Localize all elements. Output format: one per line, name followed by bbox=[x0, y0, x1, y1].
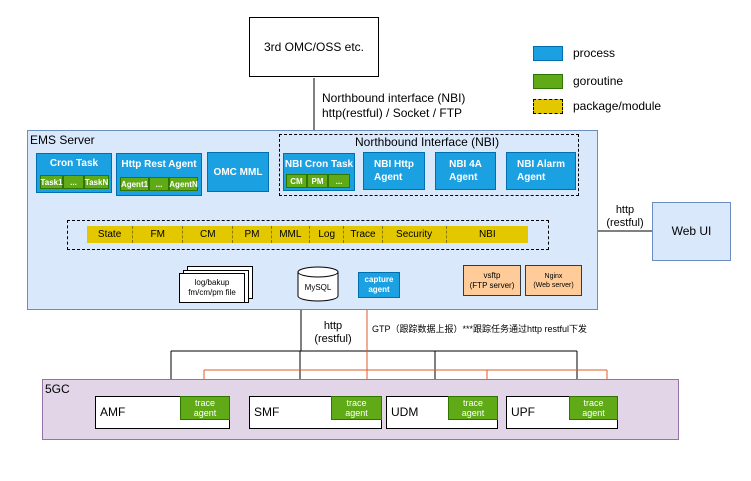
nbi-cron-sub-more: ... bbox=[328, 174, 350, 188]
module-nbi: NBI bbox=[446, 226, 529, 243]
nbi-interface-text: Northbound interface (NBI) http(restful)… bbox=[322, 91, 465, 121]
http-rest-agent-process: Http Rest Agent Agent1 ... AgentN bbox=[116, 153, 202, 196]
module-security: Security bbox=[382, 226, 447, 243]
log-bakup-file: log/bakup fm/cm/pm file bbox=[179, 273, 245, 303]
nbi-alarm-agent-process: NBI Alarm Agent bbox=[506, 152, 576, 190]
nbi-cron-task-label: NBI Cron Task bbox=[284, 159, 354, 170]
nbi-cron-sub-cm: CM bbox=[286, 174, 307, 188]
mysql-label: MySQL bbox=[304, 283, 332, 292]
legend-package-swatch bbox=[533, 99, 563, 114]
web-link-label: http (restful) bbox=[606, 204, 644, 229]
legend-package-label: package/module bbox=[573, 99, 662, 113]
nbi-cron-sub-pm: PM bbox=[307, 174, 328, 188]
smf-label: SMF bbox=[254, 405, 280, 419]
upf-label: UPF bbox=[511, 405, 535, 419]
omc-mml-process: OMC MML bbox=[207, 152, 269, 192]
module-cm: CM bbox=[183, 226, 234, 243]
ems-down-label: http (restful) bbox=[314, 320, 352, 345]
nbi-group bbox=[279, 134, 579, 196]
amf-label: AMF bbox=[100, 405, 126, 419]
upf-trace-agent: trace agent bbox=[569, 396, 618, 420]
cron-task-sub-3: TaskN bbox=[84, 175, 109, 189]
module-mml: MML bbox=[271, 226, 310, 243]
http-agent-sub-2: ... bbox=[149, 177, 169, 191]
cron-task-sub-1: Task1 bbox=[40, 175, 63, 189]
module-row: State FM CM PM MML Log Trace Security NB… bbox=[87, 226, 529, 243]
capture-agent-process: capture agent bbox=[358, 272, 400, 298]
module-state: State bbox=[87, 226, 134, 243]
mysql-database-icon bbox=[297, 266, 339, 302]
module-fm: FM bbox=[133, 226, 184, 243]
nbi-line1: Northbound interface (NBI) bbox=[322, 91, 466, 105]
module-trace: Trace bbox=[344, 226, 383, 243]
legend-goroutine-swatch bbox=[533, 74, 563, 89]
ems-server-title: EMS Server bbox=[30, 133, 95, 147]
nbi-http-agent-process: NBI Http Agent bbox=[363, 152, 425, 190]
http-agent-sub-1: Agent1 bbox=[120, 177, 149, 191]
nbi-4a-agent-process: NBI 4A Agent bbox=[435, 152, 496, 190]
udm-label: UDM bbox=[391, 405, 419, 419]
module-pm: PM bbox=[233, 226, 272, 243]
cron-task-process: Cron Task Task1 ... TaskN bbox=[36, 153, 112, 193]
cron-task-sub-2: ... bbox=[63, 175, 84, 189]
smf-trace-agent: trace agent bbox=[331, 396, 382, 420]
fivegc-title: 5GC bbox=[45, 382, 70, 396]
http-rest-agent-label: Http Rest Agent bbox=[121, 159, 197, 170]
legend-goroutine-label: goroutine bbox=[573, 74, 624, 88]
web-ui-box: Web UI bbox=[652, 202, 731, 261]
cron-task-label: Cron Task bbox=[49, 158, 99, 169]
omc-label: 3rd OMC/OSS etc. bbox=[263, 39, 365, 54]
legend-process-swatch bbox=[533, 46, 563, 61]
legend-process-label: process bbox=[573, 46, 616, 60]
vsftp-server: vsftp (FTP server) bbox=[463, 265, 521, 296]
http-agent-sub-3: AgentN bbox=[169, 177, 198, 191]
nbi-line2: http(restful) / Socket / FTP bbox=[322, 106, 463, 120]
module-bar bbox=[67, 220, 549, 250]
web-ui-label: Web UI bbox=[671, 224, 712, 238]
module-log: Log bbox=[309, 226, 345, 243]
nbi-group-title: Northbound Interface (NBI) bbox=[355, 135, 500, 149]
omc-oss-box: 3rd OMC/OSS etc. bbox=[249, 17, 379, 77]
gtp-note: GTP（跟踪数据上报）***跟踪任务通过http restful下发 bbox=[372, 324, 588, 334]
nbi-cron-task-process: NBI Cron Task CM PM ... bbox=[283, 153, 355, 191]
amf-trace-agent: trace agent bbox=[180, 396, 230, 420]
udm-trace-agent: trace agent bbox=[448, 396, 498, 420]
nginx-server: Nginx (Web server) bbox=[525, 265, 582, 296]
